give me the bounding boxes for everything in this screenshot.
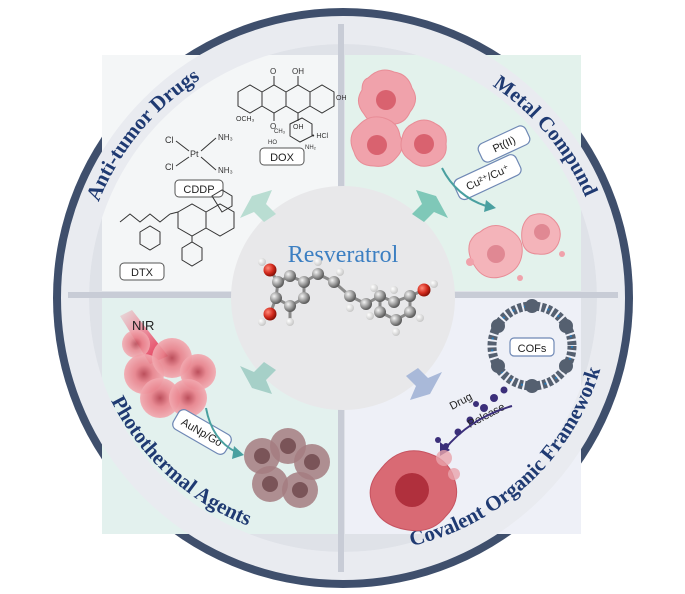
photothermal-curved-arrow	[205, 407, 237, 453]
cddp-label-box	[174, 179, 224, 198]
arrow-to-antitumor	[240, 190, 276, 222]
cddp-label: CDDP	[183, 184, 214, 196]
drug-particles	[435, 386, 508, 449]
resveratrol-molecule	[258, 258, 438, 336]
dox-hcl: • HCl	[312, 133, 329, 140]
tumor-cluster	[122, 330, 216, 418]
dox-nh2: NH₂	[305, 145, 317, 151]
center-disc	[231, 186, 455, 410]
arrow-to-cof	[406, 368, 442, 400]
cddp-pt: Pt	[190, 149, 199, 159]
cof-framework	[487, 299, 577, 393]
dead-tumor-cluster	[244, 428, 330, 508]
cddp-bonds	[175, 137, 217, 171]
dox-och3: OCH₃	[236, 116, 255, 123]
target-cancer-cell	[369, 450, 460, 532]
dtx-label-box	[119, 262, 165, 281]
cancer-cell-2	[350, 116, 403, 167]
center-title: Resveratrol	[288, 242, 399, 268]
cddp-nh3-bottom: NH₃	[218, 166, 233, 175]
dox-ho: HO	[268, 140, 277, 146]
dox-ch3: CH₃	[274, 129, 286, 135]
dox-oh-right: OH	[336, 95, 347, 102]
dox-label: DOX	[270, 152, 295, 164]
dying-cell-2	[521, 213, 565, 257]
cddp-nh3-top: NH₃	[218, 133, 233, 142]
cddp-cl-top: Cl	[165, 135, 174, 145]
dox-oh-bottom: OH	[293, 124, 304, 131]
dox-label-box	[259, 147, 305, 166]
dox-structure	[237, 76, 335, 143]
cddp-cl-bottom: Cl	[165, 162, 174, 172]
dtx-structure	[119, 189, 235, 267]
arrow-to-metal	[412, 190, 448, 222]
dying-cell-1	[466, 225, 523, 281]
dox-o-top: O	[270, 67, 276, 76]
cancer-cell-3	[400, 119, 447, 167]
cofs-label-box	[509, 337, 555, 357]
cofs-label: COFs	[518, 343, 547, 355]
dtx-label: DTX	[131, 267, 154, 279]
metal-arrow-head	[484, 200, 496, 212]
dox-oh-top: OH	[292, 67, 304, 76]
cancer-cell-1	[358, 69, 416, 126]
photothermal-arrow-head	[232, 446, 244, 459]
nir-label: NIR	[132, 318, 154, 333]
dox-o-bottom: O	[270, 122, 276, 131]
release-arrow	[443, 405, 513, 451]
pt-label-badge: Pt(II)	[477, 125, 531, 163]
metal-curved-arrow	[441, 167, 487, 207]
arrow-to-photothermal	[240, 362, 276, 394]
